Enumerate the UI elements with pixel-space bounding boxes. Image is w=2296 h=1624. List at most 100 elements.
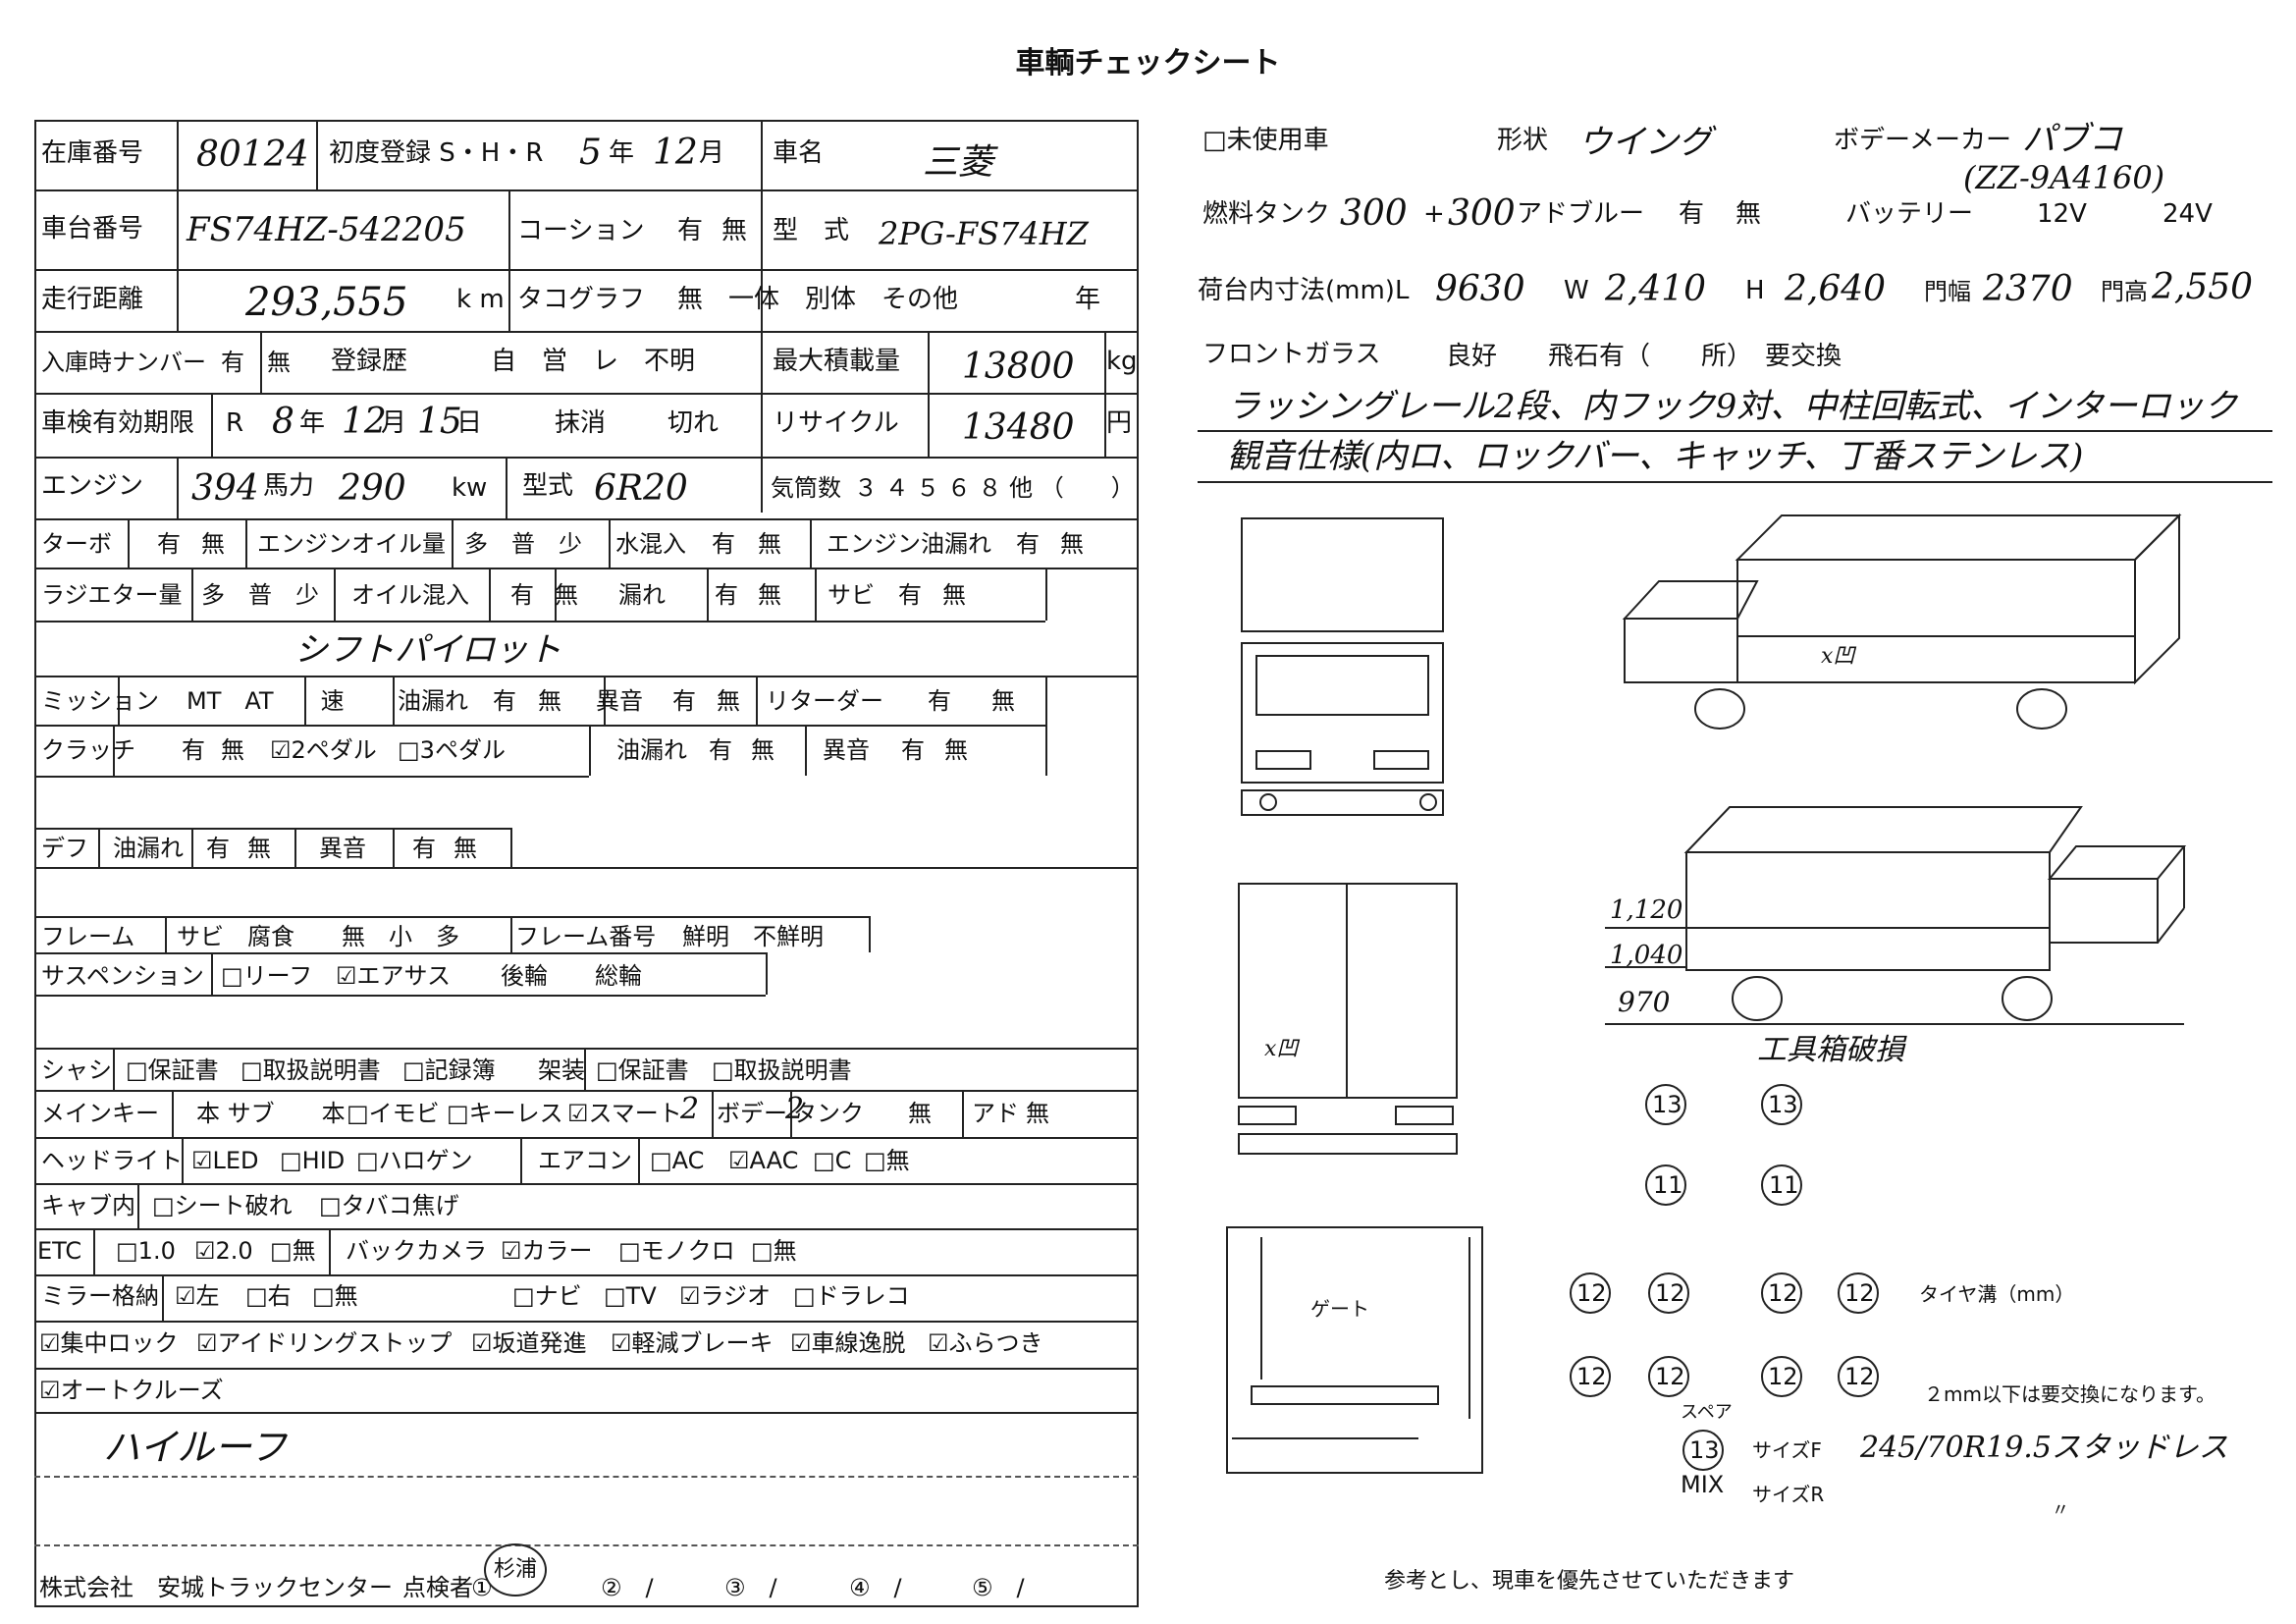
- chassis-warranty[interactable]: □保証書: [126, 1056, 219, 1084]
- turbo-has: 有: [157, 530, 181, 558]
- mainkey-label: メインキー: [41, 1100, 159, 1127]
- opt-brake[interactable]: ☑軽減ブレーキ: [611, 1329, 774, 1357]
- row-line: [34, 1412, 1139, 1414]
- etc-none[interactable]: □無: [270, 1237, 316, 1265]
- headlight-hid[interactable]: □HID: [280, 1147, 346, 1174]
- aircon-aac[interactable]: ☑AAC: [728, 1147, 799, 1174]
- oil-amount-label: エンジンオイル量: [257, 530, 446, 558]
- opt-cruise[interactable]: ☑オートクルーズ: [39, 1377, 224, 1404]
- col-line: [211, 393, 213, 457]
- mileage: 293,555: [245, 280, 408, 325]
- cyl-options: ３ ４ ５ ６ ８ 他 （ ）: [854, 474, 1135, 502]
- frame-options: サビ 腐食 無 小 多: [177, 923, 459, 950]
- aircon-none[interactable]: □無: [864, 1147, 910, 1174]
- frame-no-label: フレーム番号: [515, 923, 657, 950]
- memo-dashed-line: [34, 1544, 1139, 1546]
- col-line: [510, 916, 512, 952]
- recycle-label: リサイクル: [773, 408, 899, 438]
- diff-noise-label: 異音: [319, 835, 366, 862]
- mirror-right[interactable]: □右: [245, 1282, 292, 1310]
- tread-f2: 13: [1768, 1091, 1798, 1118]
- opt-wobble[interactable]: ☑ふらつき: [928, 1329, 1043, 1357]
- body-warranty[interactable]: □保証書: [596, 1056, 689, 1084]
- water-mix-none: 無: [758, 530, 781, 558]
- keyless[interactable]: □キーレス: [447, 1100, 563, 1127]
- dashcam[interactable]: □ドラレコ: [793, 1282, 910, 1310]
- footer-note: 参考とし、現車を優先させていただきます: [1384, 1569, 1795, 1594]
- col-line: [766, 952, 768, 995]
- radio[interactable]: ☑ラジオ: [679, 1282, 772, 1310]
- row-line: [34, 331, 1139, 333]
- etc-1[interactable]: □1.0: [116, 1237, 176, 1265]
- col-line: [452, 518, 454, 568]
- engine-label: エンジン: [41, 471, 144, 501]
- tread-circles: [1570, 1084, 1879, 1471]
- col-line: [1045, 725, 1047, 776]
- headlight-led[interactable]: ☑LED: [191, 1147, 259, 1174]
- backcam-mono[interactable]: □モノクロ: [618, 1237, 735, 1265]
- row-line: [34, 1368, 1139, 1370]
- backcam-none[interactable]: □無: [751, 1237, 797, 1265]
- mirror-left[interactable]: ☑左: [175, 1282, 220, 1310]
- first-reg-year: 5: [579, 133, 602, 173]
- pedal3[interactable]: □3ペダル: [398, 736, 506, 764]
- row-line: [34, 916, 869, 918]
- col-line: [810, 518, 812, 568]
- immobi[interactable]: □イモビ: [347, 1100, 440, 1127]
- cargo-l: 9630: [1435, 269, 1525, 309]
- mirror-none[interactable]: □無: [312, 1282, 358, 1310]
- opt-lane[interactable]: ☑車線逸脱: [790, 1329, 906, 1357]
- col-line: [712, 1090, 714, 1137]
- diff-oil-leak-has: 有: [206, 835, 230, 862]
- plate-none: 無: [267, 349, 291, 376]
- susp-air[interactable]: ☑エアサス: [336, 962, 452, 990]
- chassis-no-label: 車台番号: [41, 214, 144, 244]
- tread-r1b: 12: [1655, 1279, 1685, 1307]
- headlight-halogen[interactable]: □ハロゲン: [356, 1147, 473, 1174]
- body-maker-model: (ZZ-9A4160): [1963, 159, 2165, 196]
- clutch-oil-leak-none: 無: [751, 736, 774, 764]
- opt-idling-stop[interactable]: ☑アイドリングストップ: [196, 1329, 453, 1357]
- mainkey-options: 本 サブ 本: [196, 1100, 346, 1127]
- chassis-record[interactable]: □記録簿: [402, 1056, 496, 1084]
- aircon-ac[interactable]: □AC: [650, 1147, 705, 1174]
- col-line: [393, 676, 395, 725]
- body-manual[interactable]: □取扱説明書: [712, 1056, 852, 1084]
- aircon-c[interactable]: □C: [813, 1147, 852, 1174]
- cargo-w-label: W: [1564, 276, 1589, 305]
- col-line: [245, 518, 247, 568]
- cab-cig-burn[interactable]: □タバコ焦げ: [319, 1192, 459, 1219]
- mission-noise-none: 無: [717, 687, 740, 715]
- tv[interactable]: □TV: [604, 1282, 657, 1310]
- navi[interactable]: □ナビ: [512, 1282, 582, 1310]
- col-line: [304, 676, 306, 725]
- pedal2[interactable]: ☑2ペダル: [270, 736, 377, 764]
- aircon-label: エアコン: [538, 1147, 632, 1174]
- susp-leaf[interactable]: □リーフ: [221, 962, 313, 990]
- clutch-label: クラッチ: [41, 736, 135, 764]
- opt-hill-start[interactable]: ☑坂道発進: [471, 1329, 587, 1357]
- fuel-plus: +: [1423, 199, 1445, 229]
- glass-label: フロントガラス: [1202, 340, 1381, 369]
- backcam-color[interactable]: ☑カラー: [501, 1237, 593, 1265]
- height-3: 970: [1618, 986, 1671, 1018]
- tread-label: タイヤ溝（mm）: [1919, 1282, 2075, 1306]
- chassis-manual[interactable]: □取扱説明書: [240, 1056, 381, 1084]
- plate-label: 入庫時ナンバー: [41, 349, 206, 376]
- stock-no-label: 在庫番号: [41, 138, 144, 168]
- etc-2[interactable]: ☑2.0: [194, 1237, 253, 1265]
- inspection-month-unit: 月: [381, 408, 407, 438]
- car-name-label: 車名: [773, 138, 825, 168]
- cab-label: キャブ内: [41, 1192, 135, 1219]
- cab-seat-tear[interactable]: □シート破れ: [152, 1192, 293, 1219]
- kg-unit: kg: [1106, 347, 1138, 376]
- tread-r1c: 12: [1768, 1279, 1798, 1307]
- smart[interactable]: ☑スマート: [567, 1100, 682, 1127]
- row-line: [34, 393, 1139, 395]
- opt-central-lock[interactable]: ☑集中ロック: [39, 1329, 179, 1357]
- unused-checkbox[interactable]: □未使用車: [1202, 126, 1329, 155]
- col-line: [260, 331, 262, 393]
- tread-r2c: 12: [1768, 1363, 1798, 1390]
- oil-mix-has: 有: [510, 581, 534, 609]
- km-unit: k m: [456, 285, 505, 314]
